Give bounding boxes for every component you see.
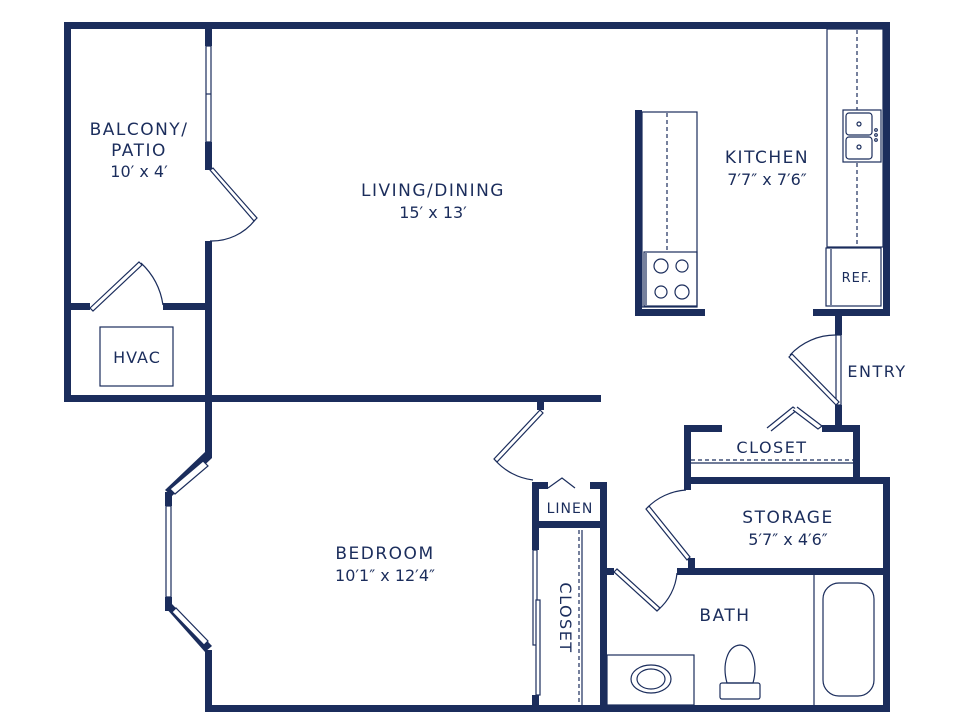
kitchen-label: KITCHEN [725,148,809,168]
vanity-sink-icon [630,664,672,694]
balcony-label-2: PATIO [111,141,167,161]
storage-size: 5′7″ x 4′6″ [748,530,828,549]
hvac-unit [99,326,174,387]
kitchen-size: 7′7″ x 7′6″ [727,170,807,189]
toilet-icon [719,644,761,700]
entry-label: ENTRY [847,362,906,381]
sink-icon [842,109,882,163]
storage-label: STORAGE [742,508,833,528]
room-labels: BALCONY/ PATIO 10′ x 4′ HVAC LIVING/DINI… [90,120,906,654]
balcony-size: 10′ x 4′ [110,162,168,181]
bedroom-closet-label: CLOSET [556,582,575,653]
hvac-label: HVAC [113,348,161,367]
living-label: LIVING/DINING [361,181,505,201]
bedroom-size: 10′1″ x 12′4″ [335,566,435,585]
bedroom-label: BEDROOM [335,544,434,564]
doors[interactable] [89,167,842,612]
linen-label: LINEN [547,501,594,517]
walls [64,22,890,712]
living-size: 15′ x 13′ [399,203,467,222]
refrigerator-icon [825,247,882,307]
fixtures [99,28,884,706]
entry-closet-label: CLOSET [736,438,807,457]
bath-label: BATH [699,606,750,626]
balcony-label: BALCONY/ [90,120,189,140]
ref-label: REF. [842,271,873,286]
stove-icon [643,251,698,307]
bathtub-icon [822,582,875,697]
windows [165,45,541,696]
